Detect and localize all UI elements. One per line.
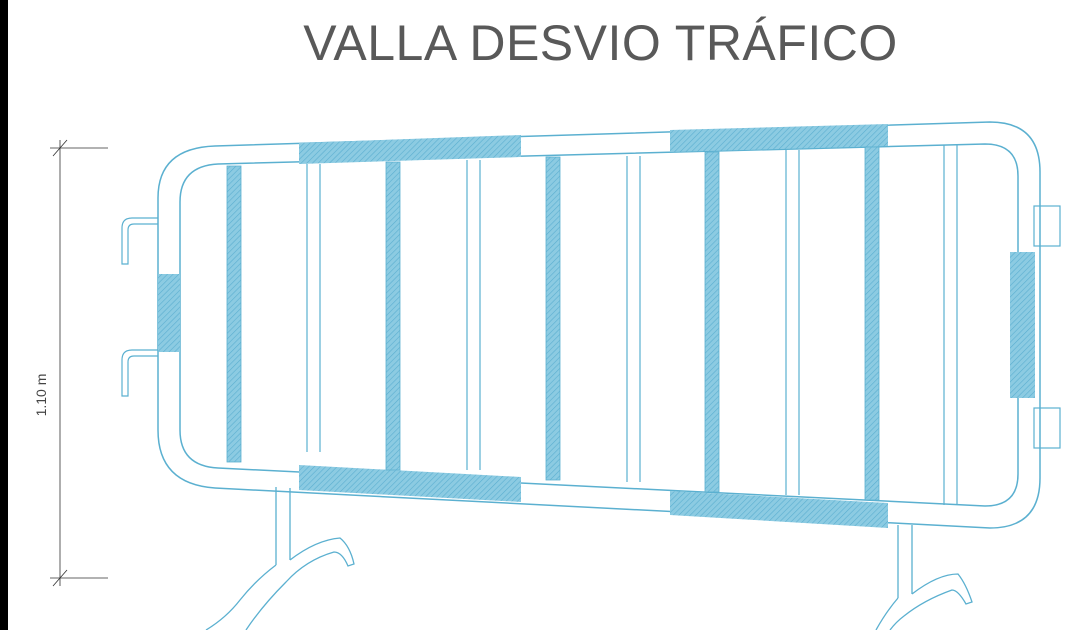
top-band-1 <box>299 135 521 164</box>
thin-bars <box>306 145 958 505</box>
left-hooks <box>121 217 158 397</box>
height-dimension <box>50 139 108 587</box>
frame-left-border <box>0 0 8 630</box>
drawing-title: VALLA DESVIO TRÁFICO <box>303 15 898 71</box>
left-foot <box>205 487 355 630</box>
top-band-2 <box>670 124 888 152</box>
height-dimension-label: 1.10 m <box>33 374 49 417</box>
right-clamps <box>1033 205 1061 449</box>
right-foot <box>875 525 973 630</box>
left-side-band <box>158 274 180 352</box>
bottom-band-2 <box>670 491 888 528</box>
frame-inner <box>179 143 1019 507</box>
bottom-band-1 <box>299 465 521 502</box>
right-side-band <box>1010 252 1035 398</box>
frame-outer <box>157 121 1041 529</box>
thick-bars <box>226 146 880 501</box>
